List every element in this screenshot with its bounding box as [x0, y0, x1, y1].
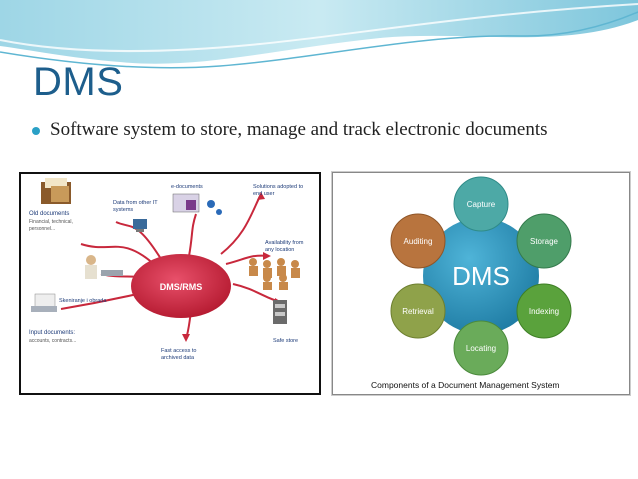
skeniranje-label: Skeniranje i obrada: [59, 298, 107, 304]
e-documents-icon: [172, 193, 222, 215]
dms-components-diagram: DMS Capture Storage Indexing Locating Re…: [332, 172, 630, 395]
scanner-worker-icon: [85, 255, 123, 279]
slide-title: DMS: [33, 60, 124, 104]
input-documents-icon: [31, 293, 57, 312]
users-group-icon: [249, 258, 300, 290]
component-indexing: Indexing: [516, 283, 572, 339]
dms-rms-diagram: DMS/RMS Old documents Financial, technic…: [19, 172, 321, 395]
old-documents-sub2: personnel...: [29, 226, 55, 232]
component-storage: Storage: [516, 213, 572, 269]
dms-components-svg: DMS Capture Storage Indexing Locating Re…: [371, 176, 572, 390]
dms-rms-center-label: DMS/RMS: [160, 282, 203, 292]
input-documents-sub: accounts, contracts...: [29, 338, 76, 344]
availability-label-2: any location: [265, 247, 294, 253]
component-indexing-label: Indexing: [529, 307, 559, 316]
component-auditing: Auditing: [390, 213, 446, 269]
fast-access-label-1: Fast access to: [161, 348, 196, 354]
e-documents-label: e-documents: [171, 184, 203, 190]
dms-center-label: DMS: [452, 261, 510, 291]
input-documents-label: Input documents:: [29, 330, 75, 336]
solutions-label-1: Solutions adopted to: [253, 184, 303, 190]
solutions-label-2: end user: [253, 191, 275, 197]
component-retrieval: Retrieval: [390, 283, 446, 339]
bullet-text: Software system to store, manage and tra…: [50, 119, 548, 140]
bullet-dot-icon: [32, 127, 40, 135]
component-locating: Locating: [453, 320, 509, 376]
dms-rms-center: [131, 254, 231, 318]
header-wave: [0, 0, 638, 69]
computer-icon: [133, 219, 147, 232]
fast-access-label-2: archived data: [161, 355, 195, 361]
old-documents-icon: [41, 178, 71, 204]
dms-rms-diagram-svg: DMS/RMS Old documents Financial, technic…: [29, 178, 304, 361]
old-documents-sub1: Financial, technical,: [29, 219, 73, 225]
safe-store-label: Safe store: [273, 338, 298, 344]
availability-label-1: Availability from: [265, 240, 304, 246]
safe-store-icon: [273, 300, 287, 324]
component-storage-label: Storage: [530, 237, 559, 246]
component-retrieval-label: Retrieval: [402, 307, 434, 316]
component-locating-label: Locating: [466, 344, 496, 353]
data-other-it-label-2: systems: [113, 207, 133, 213]
old-documents-label: Old documents: [29, 211, 69, 217]
data-other-it-label-1: Data from other IT: [113, 200, 158, 206]
component-auditing-label: Auditing: [404, 237, 433, 246]
diagram-caption: Components of a Document Management Syst…: [371, 380, 560, 390]
component-capture-label: Capture: [467, 200, 496, 209]
component-capture: Capture: [453, 176, 509, 232]
dms-center-circle: [423, 218, 539, 334]
